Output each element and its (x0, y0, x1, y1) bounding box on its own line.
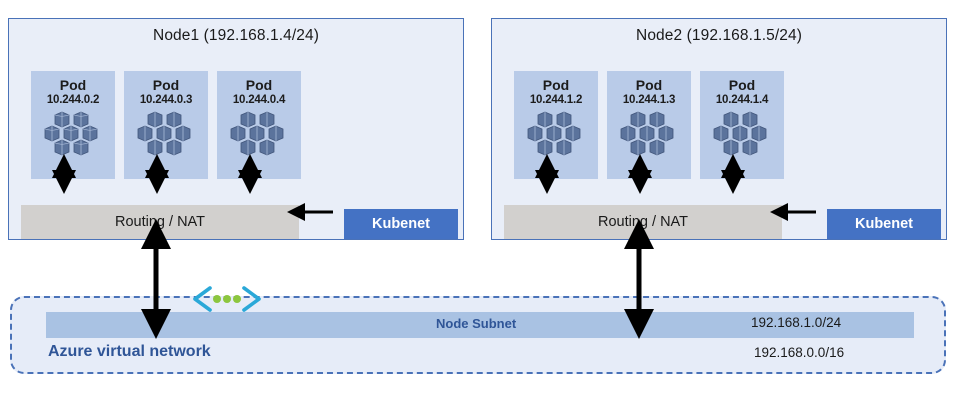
node-panel-node2: Node2 (192.168.1.5/24) Pod 10.244.1.2 Po… (491, 18, 947, 240)
node2-title: Node2 (192.168.1.5/24) (636, 27, 802, 44)
pod-box: Pod 10.244.0.3 (124, 71, 208, 179)
node-subnet-cidr: 192.168.1.0/24 (751, 315, 842, 330)
kubenet-box: Kubenet (827, 209, 941, 239)
routing-nat-bar: Routing / NAT (21, 205, 299, 239)
node-subnet-label: Node Subnet (436, 316, 517, 331)
pod-cluster-icon (137, 111, 191, 156)
pod-ip: 10.244.0.3 (139, 94, 193, 106)
pod-label: Pod (635, 77, 663, 93)
pod-label: Pod (728, 77, 756, 93)
pod-box: Pod 10.244.1.2 (514, 71, 598, 179)
pod-label: Pod (245, 77, 273, 93)
pod-box: Pod 10.244.1.3 (607, 71, 691, 179)
pod-ip: 10.244.0.4 (232, 94, 286, 106)
node-subnet-bar: Node Subnet 192.168.1.0/24 (46, 312, 914, 338)
pod-label: Pod (542, 77, 570, 93)
node-panel-node1: Node1 (192.168.1.4/24) Pod 10.244.0.2 Po… (8, 18, 464, 240)
pod-cluster-icon (713, 111, 767, 156)
pod-box: Pod 10.244.1.4 (700, 71, 784, 179)
pod-ip: 10.244.1.4 (715, 94, 769, 106)
chevron-dots-icon (193, 286, 261, 312)
azure-virtual-network-container: Node Subnet 192.168.1.0/24 Azure virtual… (10, 296, 946, 374)
vnet-name-label: Azure virtual network (48, 343, 211, 360)
pod-cluster-icon (620, 111, 674, 156)
pod-cluster-icon (527, 111, 581, 156)
pod-cluster-icon (44, 111, 98, 156)
pod-label: Pod (59, 77, 87, 93)
pod-cluster-icon (230, 111, 284, 156)
pod-box: Pod 10.244.0.2 (31, 71, 115, 179)
kubenet-box: Kubenet (344, 209, 458, 239)
vnet-cidr-label: 192.168.0.0/16 (754, 345, 845, 360)
pod-ip: 10.244.1.2 (529, 94, 583, 106)
pod-ip: 10.244.1.3 (622, 94, 676, 106)
pod-ip: 10.244.0.2 (46, 94, 100, 106)
pod-box: Pod 10.244.0.4 (217, 71, 301, 179)
node1-title: Node1 (192.168.1.4/24) (153, 27, 319, 44)
pod-label: Pod (152, 77, 180, 93)
routing-nat-bar: Routing / NAT (504, 205, 782, 239)
